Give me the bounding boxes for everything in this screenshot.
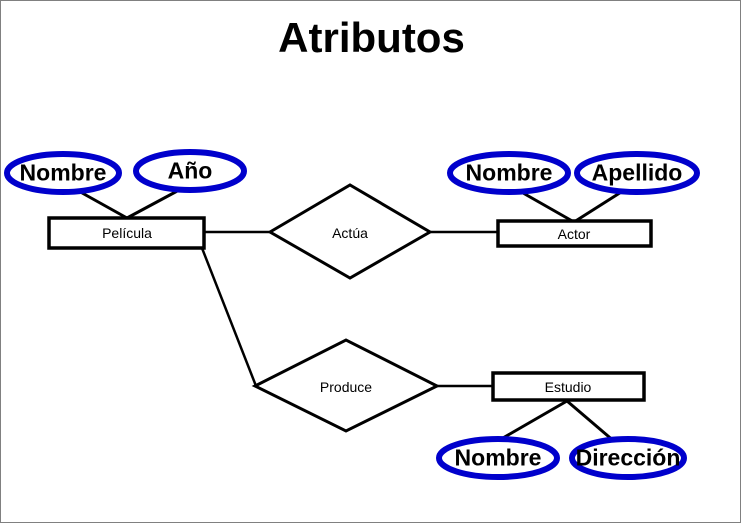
connector-lines: [74, 187, 627, 444]
connector-estudio-direccion: [566, 399, 616, 444]
relationship-shapes: [251, 183, 441, 433]
attribute-ellipse-estudio-direccion[interactable]: [569, 436, 687, 480]
attribute-ellipses: [4, 149, 700, 480]
relationship-diamond-actua[interactable]: [267, 183, 433, 280]
attribute-ellipse-estudio-nombre[interactable]: [436, 436, 560, 480]
connector-estudio-nombre: [495, 399, 568, 444]
connector-pelicula-ano: [126, 187, 182, 220]
relationship-diamond-produce[interactable]: [251, 338, 441, 433]
entity-rect-actor[interactable]: [496, 219, 653, 248]
entity-shapes: [47, 216, 653, 402]
attribute-ellipse-pelicula-ano[interactable]: [133, 149, 247, 193]
attribute-ellipse-actor-nombre[interactable]: [447, 151, 571, 195]
attribute-ellipse-pelicula-nombre[interactable]: [4, 151, 122, 195]
entity-rect-pelicula[interactable]: [47, 216, 206, 250]
page-title: Atributos: [278, 14, 465, 61]
entity-rect-estudio[interactable]: [491, 371, 646, 402]
connector-actor-apellido: [573, 187, 627, 224]
connector-actor-nombre: [515, 187, 575, 224]
connector-pelicula-produce: [198, 242, 258, 387]
attribute-ellipse-actor-apellido[interactable]: [574, 151, 700, 195]
connector-pelicula-nombre: [74, 187, 128, 220]
